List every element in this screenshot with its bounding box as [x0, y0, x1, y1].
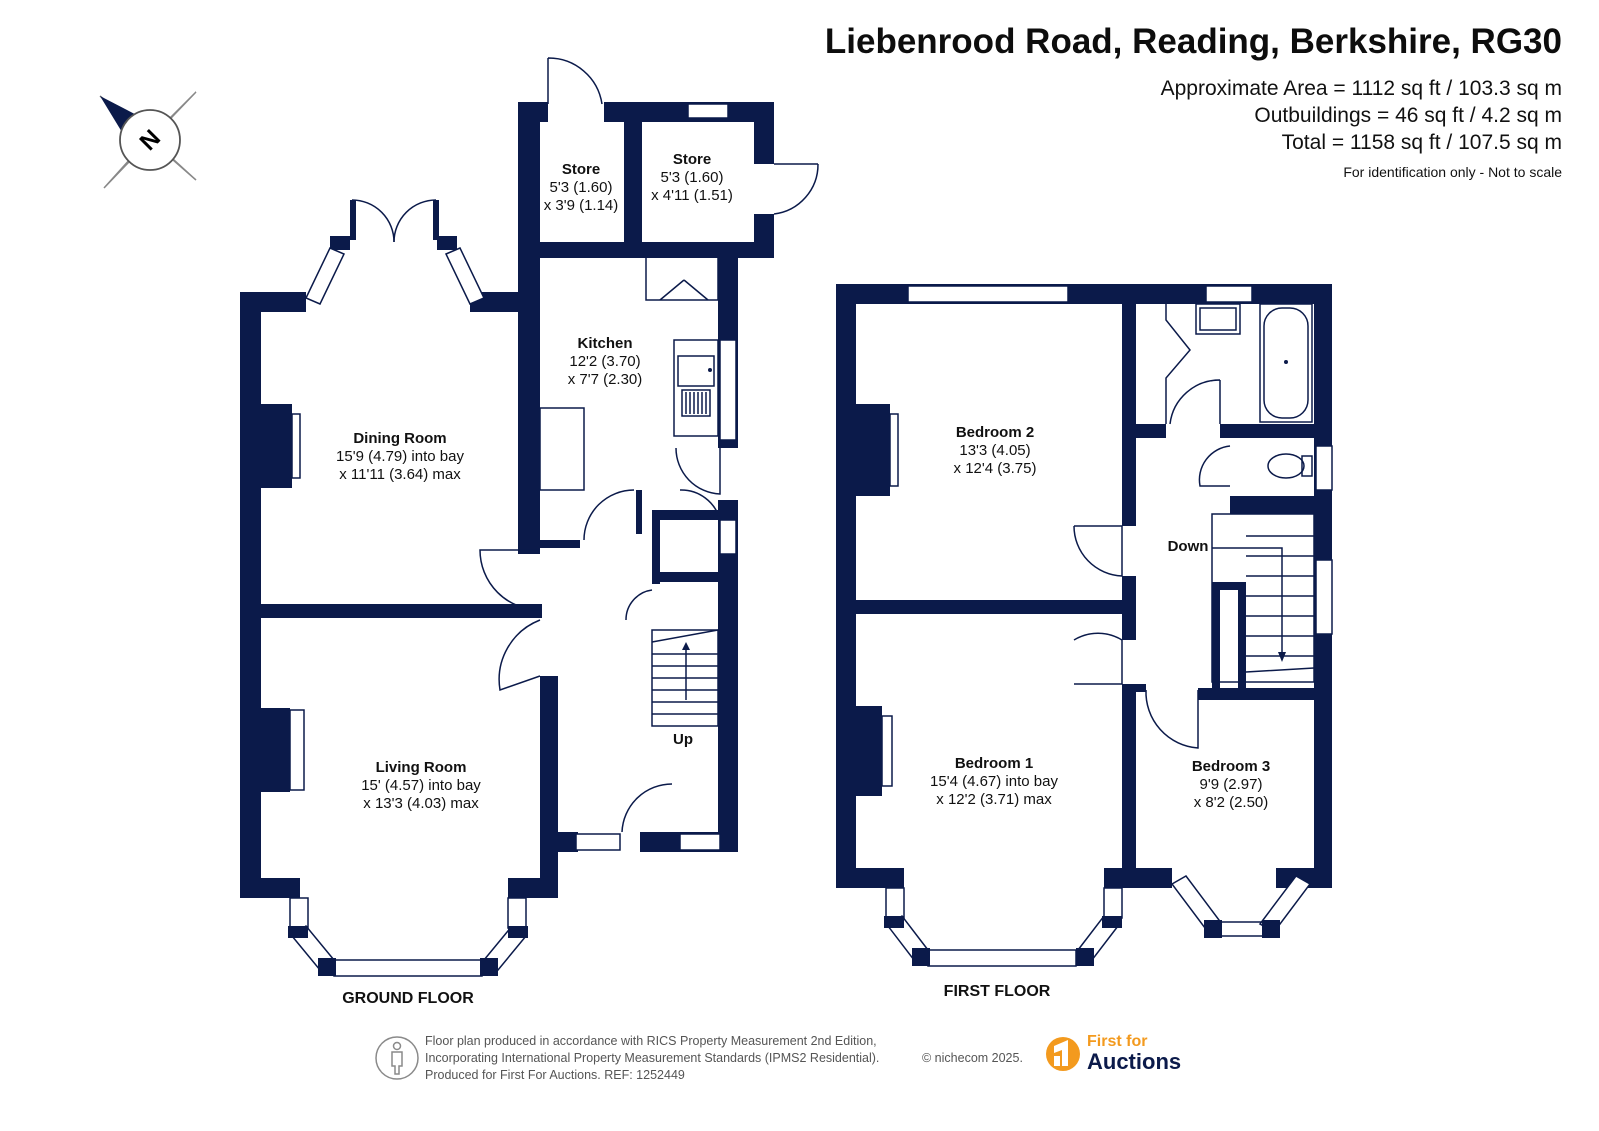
- ground-floor-details: [258, 57, 819, 833]
- ground-floor-windows: [288, 103, 737, 977]
- bedroom3-dim-1: 9'9 (2.97): [1200, 776, 1263, 793]
- living-room-dim-1: 15' (4.57) into bay: [361, 777, 481, 794]
- living-room-name: Living Room: [376, 759, 467, 776]
- footer-line-3: Produced for First For Auctions. REF: 12…: [425, 1068, 685, 1082]
- first-floor-details: [852, 303, 1315, 796]
- store2-dim-1: 5'3 (1.60): [661, 169, 724, 186]
- footer-line-2: Incorporating International Property Mea…: [425, 1051, 880, 1065]
- bedroom1-dim-2: x 12'2 (3.71) max: [936, 791, 1052, 808]
- brand-line-2: Auctions: [1087, 1049, 1182, 1074]
- outbuildings-area: Outbuildings = 46 sq ft / 4.2 sq m: [1254, 104, 1562, 127]
- dining-room-name: Dining Room: [353, 430, 446, 447]
- store1-dim-1: 5'3 (1.60): [550, 179, 613, 196]
- ground-floor-walls: [240, 102, 774, 898]
- store2-dim-2: x 4'11 (1.51): [651, 187, 733, 204]
- bedroom1-dim-1: 15'4 (4.67) into bay: [930, 773, 1058, 790]
- approximate-area: Approximate Area = 1112 sq ft / 103.3 sq…: [1160, 77, 1562, 100]
- first-floor-label: FIRST FLOOR: [944, 983, 1051, 1000]
- kitchen-dim-1: 12'2 (3.70): [569, 353, 640, 370]
- ground-floor-label: GROUND FLOOR: [342, 990, 474, 1007]
- bedroom1-name: Bedroom 1: [955, 755, 1033, 772]
- stairs-up-label: Up: [673, 731, 693, 748]
- rics-person-icon: [375, 1036, 419, 1080]
- footer-notes: Floor plan produced in accordance with R…: [425, 1033, 879, 1084]
- dining-room-dim-2: x 11'11 (3.64) max: [339, 466, 461, 483]
- brand-line-1: First for: [1087, 1033, 1148, 1050]
- store1-name: Store: [562, 161, 600, 178]
- stairs-down-label: Down: [1168, 538, 1209, 555]
- bedroom3-name: Bedroom 3: [1192, 758, 1270, 775]
- footer-line-1: Floor plan produced in accordance with R…: [425, 1034, 877, 1048]
- kitchen-name: Kitchen: [577, 335, 632, 352]
- dining-room-dim-1: 15'9 (4.79) into bay: [336, 448, 464, 465]
- first-floor-windows: [884, 285, 1333, 967]
- disclaimer: For identification only - Not to scale: [1343, 164, 1562, 180]
- kitchen-dim-2: x 7'7 (2.30): [568, 371, 643, 388]
- bedroom2-name: Bedroom 2: [956, 424, 1034, 441]
- copyright: © nichecom 2025.: [922, 1051, 1023, 1065]
- store2-name: Store: [673, 151, 711, 168]
- bedroom2-dim-2: x 12'4 (3.75): [954, 460, 1037, 477]
- store1-dim-2: x 3'9 (1.14): [544, 197, 619, 214]
- first-for-auctions-logo-icon: [1046, 1037, 1080, 1071]
- bedroom3-dim-2: x 8'2 (2.50): [1194, 794, 1269, 811]
- total-area: Total = 1158 sq ft / 107.5 sq m: [1281, 131, 1562, 154]
- bedroom2-dim-1: 13'3 (4.05): [959, 442, 1030, 459]
- compass-icon: N: [99, 91, 197, 189]
- property-title: Liebenrood Road, Reading, Berkshire, RG3…: [824, 22, 1562, 61]
- living-room-dim-2: x 13'3 (4.03) max: [363, 795, 479, 812]
